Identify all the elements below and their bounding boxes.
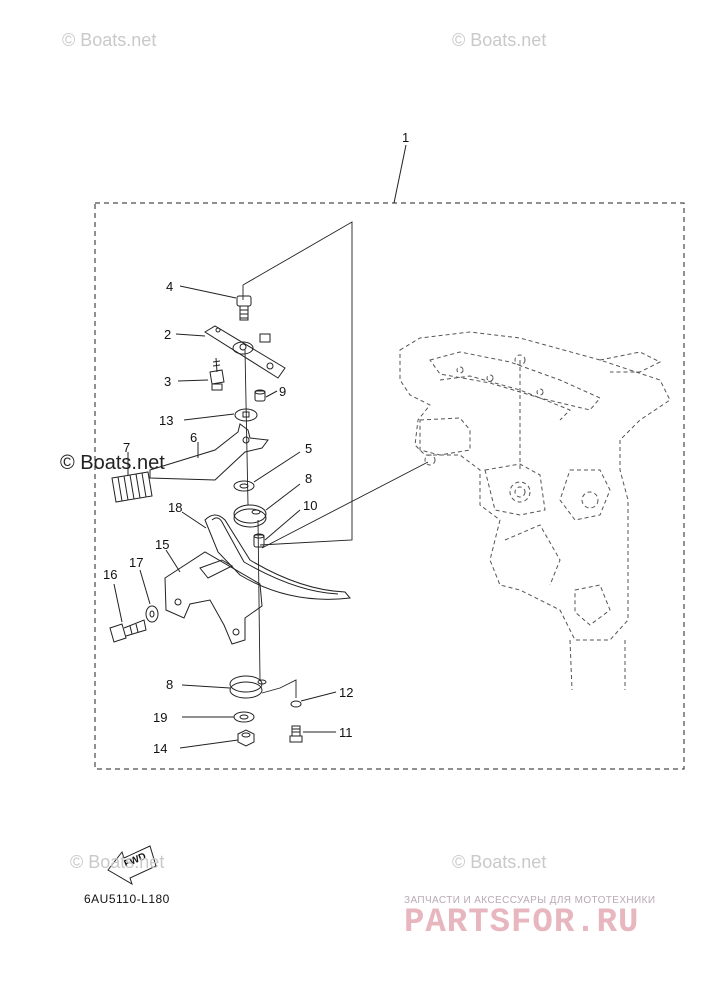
fwd-arrow-icon <box>107 845 157 886</box>
part-label-16: 16 <box>103 567 118 582</box>
leader-17 <box>139 569 151 605</box>
part-label-17: 17 <box>129 555 144 570</box>
part-label-14: 14 <box>153 741 168 756</box>
watermark-boats-mid: © Boats.net <box>60 452 165 474</box>
part-label-8-lower: 8 <box>166 677 174 692</box>
assembly-guide-lines <box>242 221 429 698</box>
leader-15 <box>165 549 181 573</box>
part-13-washer <box>234 408 258 422</box>
leader-18 <box>181 511 207 529</box>
brand-tagline: ЗАПЧАСТИ И АКСЕССУАРЫ ДЛЯ МОТОТЕХНИКИ <box>404 895 656 906</box>
part-label-9: 9 <box>279 384 287 399</box>
part-14-nut <box>237 729 255 747</box>
leader-12 <box>300 691 337 702</box>
watermark-boats-bottom-right: © Boats.net <box>452 852 547 872</box>
part-2-plate <box>204 325 286 379</box>
part-3-screw <box>209 357 225 391</box>
leader-1 <box>393 144 407 204</box>
part-label-1: 1 <box>402 130 410 145</box>
leader-4 <box>179 285 237 299</box>
part-10-sleeve <box>253 533 265 548</box>
part-11-screw <box>289 725 303 743</box>
part-label-10: 10 <box>303 498 318 513</box>
part-label-5: 5 <box>305 441 313 456</box>
part-4-bolt <box>236 295 252 321</box>
leader-3 <box>177 379 209 382</box>
leader-8-upper <box>265 483 301 511</box>
part-label-6: 6 <box>190 430 198 445</box>
watermark-boats-top-right: © Boats.net <box>452 30 547 50</box>
part-19-washer-hole <box>239 714 249 720</box>
part-18-bracket <box>204 514 351 600</box>
leader-5 <box>253 451 301 483</box>
leader-9 <box>265 390 278 398</box>
part-label-2: 2 <box>164 327 172 342</box>
part-label-13: 13 <box>159 413 174 428</box>
part-label-19: 19 <box>153 710 168 725</box>
part-label-18: 18 <box>168 500 183 515</box>
part-19-washer <box>233 711 255 723</box>
assembly-boundary <box>94 202 685 770</box>
part-8-bushing-lower <box>229 675 267 699</box>
part-label-4: 4 <box>166 279 174 294</box>
part-9-sleeve <box>254 389 266 402</box>
part-label-3: 3 <box>164 374 172 389</box>
part-12-washer <box>290 700 302 708</box>
leader-13 <box>183 413 235 421</box>
engine-bracket <box>399 331 671 691</box>
leader-14 <box>179 739 239 749</box>
part-label-15: 15 <box>155 537 170 552</box>
part-label-12: 12 <box>339 685 354 700</box>
part-label-7: 7 <box>123 440 131 455</box>
part-5-washer <box>233 480 255 492</box>
diagram-code: 6AU5110-L180 <box>84 892 170 906</box>
watermark-boats-bottom-left: © Boats.net <box>70 852 165 872</box>
part-7-grip <box>111 471 153 503</box>
part-label-11: 11 <box>339 725 353 740</box>
part-15-base <box>164 551 263 645</box>
part-16-bolt <box>109 619 147 643</box>
watermark-boats-top-left: © Boats.net <box>62 30 157 50</box>
part-17-washer <box>145 605 159 623</box>
brand-logo: PARTSFOR.RU <box>404 904 640 942</box>
part-label-8-upper: 8 <box>305 471 313 486</box>
part-8-bushing-upper <box>233 504 267 528</box>
part-5-washer-hole <box>239 483 249 489</box>
leader-2 <box>175 333 206 337</box>
leader-10 <box>264 509 301 541</box>
leader-16 <box>113 583 123 623</box>
leader-8-lower <box>181 684 231 689</box>
part-6-arm <box>149 423 269 481</box>
